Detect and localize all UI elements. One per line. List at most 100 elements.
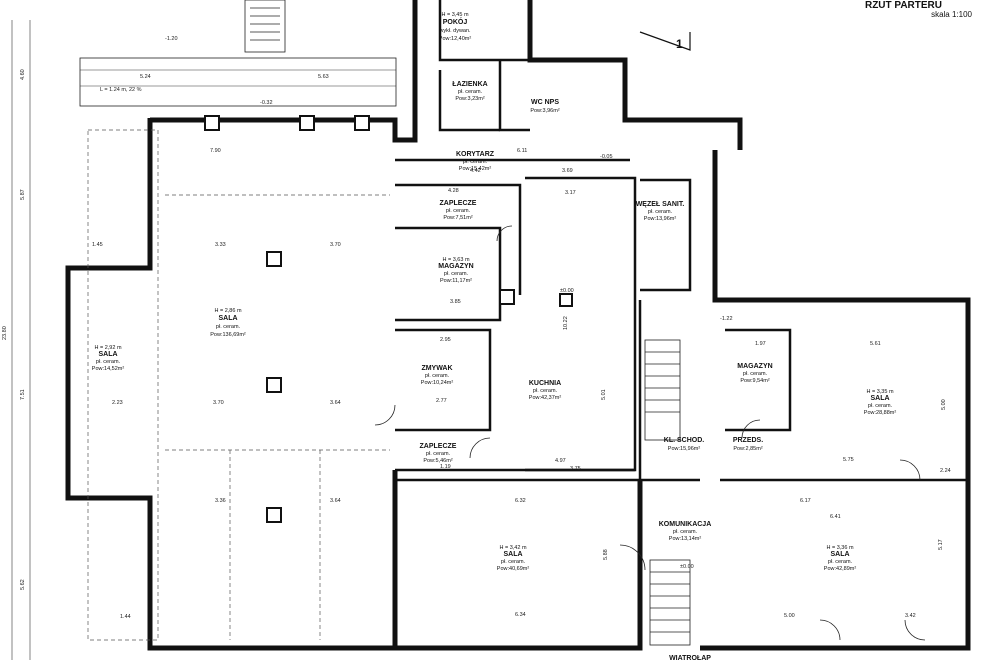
svg-text:H = 3,35 m: H = 3,35 m <box>866 389 893 395</box>
svg-text:KL. SCHOD.: KL. SCHOD. <box>664 437 705 444</box>
svg-text:pł. ceram.: pł. ceram. <box>533 388 558 394</box>
room-wiatrolap: WIATROŁAP <box>669 655 711 662</box>
svg-text:SALA: SALA <box>98 351 117 358</box>
svg-text:6.32: 6.32 <box>515 498 526 504</box>
svg-text:pł. ceram.: pł. ceram. <box>444 271 469 277</box>
svg-text:pł. ceram.: pł. ceram. <box>96 359 121 365</box>
svg-text:pł. ceram.: pł. ceram. <box>673 529 698 535</box>
svg-text:Pow:15,96m²: Pow:15,96m² <box>668 446 701 452</box>
svg-text:5.88: 5.88 <box>603 549 609 560</box>
svg-text:pł. ceram.: pł. ceram. <box>425 373 450 379</box>
room-przedsionek: PRZEDS.Pow:2,85m² <box>733 437 763 452</box>
svg-text:PRZEDS.: PRZEDS. <box>733 437 763 444</box>
svg-text:3.64: 3.64 <box>330 498 341 504</box>
svg-text:H = 3,45 m: H = 3,45 m <box>441 12 468 18</box>
svg-text:pł. ceram.: pł. ceram. <box>463 159 488 165</box>
svg-text:3.70: 3.70 <box>213 400 224 406</box>
svg-text:5.00: 5.00 <box>784 613 795 619</box>
svg-text:pł. ceram.: pł. ceram. <box>868 403 893 409</box>
svg-text:6.34: 6.34 <box>515 612 526 618</box>
svg-text:3.64: 3.64 <box>330 400 341 406</box>
columns <box>204 115 573 523</box>
svg-text:Pow:7,51m²: Pow:7,51m² <box>443 215 473 221</box>
svg-text:SALA: SALA <box>503 551 522 558</box>
svg-text:-0.32: -0.32 <box>260 100 273 106</box>
svg-text:MAGAZYN: MAGAZYN <box>438 263 473 270</box>
svg-text:WĘZEŁ SANIT.: WĘZEŁ SANIT. <box>636 201 685 208</box>
svg-text:4.60: 4.60 <box>20 69 26 80</box>
svg-text:pł. ceram.: pł. ceram. <box>743 371 768 377</box>
svg-text:WIATROŁAP: WIATROŁAP <box>669 655 711 662</box>
svg-text:2.77: 2.77 <box>436 398 447 404</box>
svg-text:Pow:5,46m²: Pow:5,46m² <box>423 458 453 464</box>
svg-text:3.70: 3.70 <box>330 242 341 248</box>
room-kl-schod: KL. SCHOD. Pow:15,96m² <box>664 437 705 452</box>
room-wc-nps: WC NPS Pow:3,96m² <box>530 99 560 114</box>
svg-text:Pow:9,54m²: Pow:9,54m² <box>740 378 770 384</box>
svg-text:Pow:3,96m²: Pow:3,96m² <box>530 108 560 114</box>
svg-text:pł. ceram.: pł. ceram. <box>216 324 241 330</box>
svg-text:Pow:40,69m²: Pow:40,69m² <box>497 566 530 572</box>
staircase <box>644 339 691 646</box>
svg-text:pł. ceram.: pł. ceram. <box>426 451 451 457</box>
svg-text:Pow:15,42m²: Pow:15,42m² <box>459 166 492 172</box>
svg-text:ZAPLECZE: ZAPLECZE <box>440 200 477 207</box>
svg-text:1.19: 1.19 <box>440 464 451 470</box>
svg-text:1.97: 1.97 <box>755 341 766 347</box>
svg-text:5.00: 5.00 <box>941 399 947 410</box>
svg-text:5.63: 5.63 <box>318 74 329 80</box>
svg-text:pł. ceram.: pł. ceram. <box>446 208 471 214</box>
svg-text:3.75: 3.75 <box>570 466 581 472</box>
dimension-labels: 7.90 3.33 3.70 3.70 3.64 3.36 3.64 1.45 … <box>92 148 951 620</box>
svg-text:6.17: 6.17 <box>800 498 811 504</box>
left-dimensions: 23.80 4.60 5.87 7.51 5.62 <box>2 20 31 660</box>
svg-text:3.85: 3.85 <box>450 299 461 305</box>
svg-text:1.44: 1.44 <box>120 614 131 620</box>
svg-text:3.42: 3.42 <box>905 613 916 619</box>
svg-text:SALA: SALA <box>870 395 889 402</box>
svg-text:2.23: 2.23 <box>112 400 123 406</box>
svg-text:2.24: 2.24 <box>940 468 951 474</box>
svg-text:23.80: 23.80 <box>2 326 8 340</box>
top-stair <box>244 0 286 53</box>
svg-text:5.17: 5.17 <box>938 539 944 550</box>
svg-text:Pow:13,96m²: Pow:13,96m² <box>644 216 677 222</box>
svg-text:MAGAZYN: MAGAZYN <box>737 363 772 370</box>
room-wezel-sanit: WĘZEŁ SANIT.pł. ceram.Pow:13,96m² <box>636 201 685 222</box>
svg-text:6.11: 6.11 <box>517 148 527 154</box>
svg-text:10.22: 10.22 <box>563 316 569 330</box>
svg-text:Pow:3,23m²: Pow:3,23m² <box>455 96 485 102</box>
svg-text:POKÓJ: POKÓJ <box>443 17 468 26</box>
svg-text:5.24: 5.24 <box>140 74 151 80</box>
svg-text:pł. ceram.: pł. ceram. <box>648 209 673 215</box>
drawing-scale: skala 1:100 <box>931 10 972 19</box>
svg-text:SALA: SALA <box>830 551 849 558</box>
svg-text:H = 3,36 m: H = 3,36 m <box>826 545 853 551</box>
svg-text:KOMUNIKACJA: KOMUNIKACJA <box>659 521 712 528</box>
svg-text:KUCHNIA: KUCHNIA <box>529 380 561 387</box>
svg-text:4.42: 4.42 <box>470 168 481 174</box>
svg-text:ZAPLECZE: ZAPLECZE <box>420 443 457 450</box>
svg-text:4.97: 4.97 <box>555 458 566 464</box>
svg-text:pł. ceram.: pł. ceram. <box>828 559 853 565</box>
svg-text:6.41: 6.41 <box>830 514 841 520</box>
svg-text:7.51: 7.51 <box>20 389 26 400</box>
drawing-title: RZUT PARTERU <box>864 0 942 11</box>
hidden-lines <box>87 129 390 641</box>
svg-text:WC NPS: WC NPS <box>531 99 559 106</box>
svg-text:-1.20: -1.20 <box>165 36 178 42</box>
svg-text:Pow:13,14m²: Pow:13,14m² <box>669 536 702 542</box>
svg-text:H = 2,86 m: H = 2,86 m <box>214 308 241 314</box>
